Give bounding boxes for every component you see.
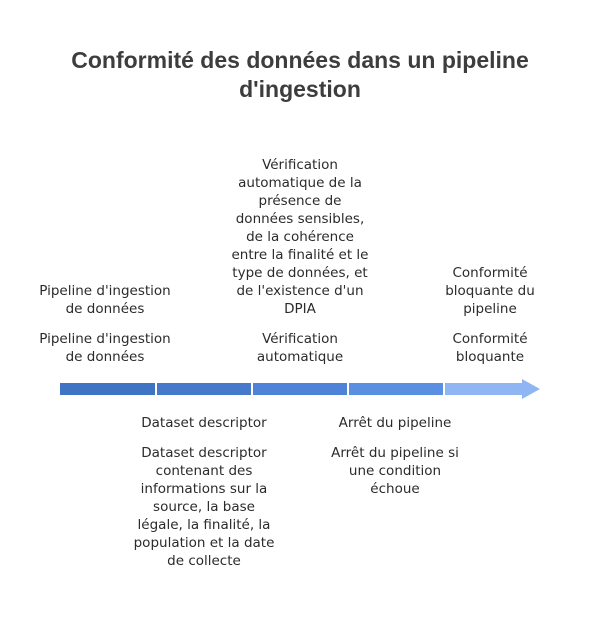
timeline-segment-3 xyxy=(253,383,347,395)
diagram-title: Conformité des données dans un pipeline … xyxy=(71,47,529,102)
step-1-label: Pipeline d'ingestion de données xyxy=(39,331,171,365)
timeline-segment-4 xyxy=(349,383,443,395)
step-4-description: Arrêt du pipeline si une condition échou… xyxy=(331,445,459,497)
timeline-arrow-head xyxy=(445,379,540,399)
step-5-label: Conformité bloquante xyxy=(452,331,528,365)
step-3-description: Vérification automatique de la présence … xyxy=(231,157,369,317)
step-2-label: Dataset descriptor xyxy=(141,415,267,431)
timeline-segment-2 xyxy=(157,383,251,395)
timeline-segment-1 xyxy=(60,383,155,395)
step-4-label: Arrêt du pipeline xyxy=(338,415,452,431)
step-1-description: Pipeline d'ingestion de données xyxy=(39,283,171,317)
step-3-label: Vérification automatique xyxy=(256,331,344,365)
step-2-description: Dataset descriptor contenant des informa… xyxy=(133,445,275,569)
step-5-description: Conformité bloquante du pipeline xyxy=(445,265,535,317)
